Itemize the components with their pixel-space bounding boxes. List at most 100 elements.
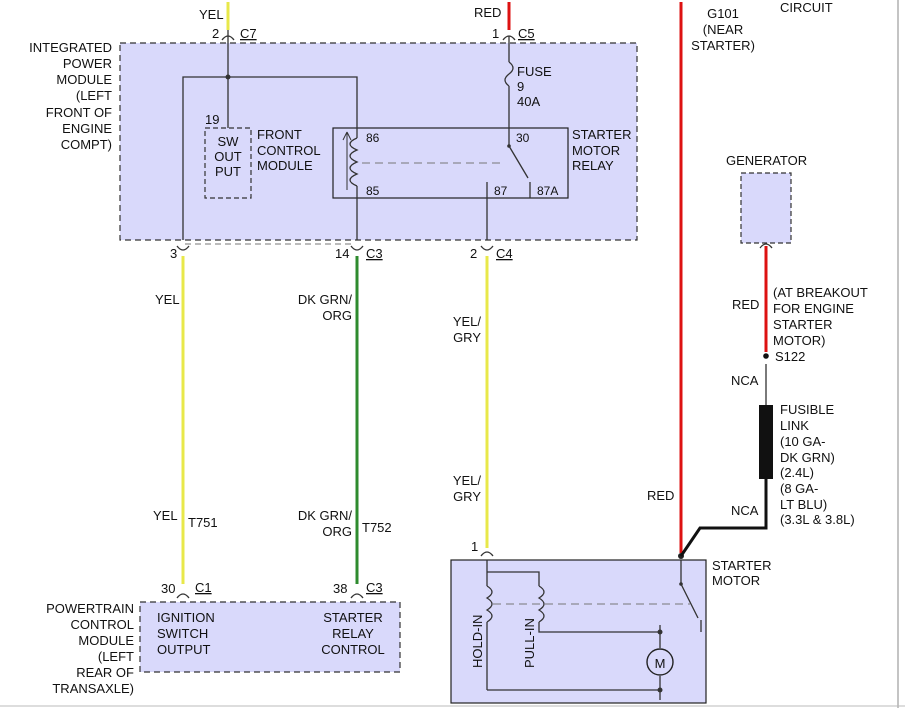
svg-text:(2.4L): (2.4L): [780, 465, 814, 480]
nca-top-label: NCA: [731, 373, 759, 388]
starter-label: STARTER MOTOR: [712, 558, 771, 588]
fusible-link-label: FUSIBLE LINK (10 GA- DK GRN) (2.4L) (8 G…: [780, 402, 855, 527]
connector-ipm-c4: 2 C4: [470, 245, 513, 261]
connector-c7: 2 C7: [212, 26, 257, 41]
wire-yel-left-label: YEL: [155, 292, 180, 307]
wire-top-yel-label: YEL: [199, 7, 224, 22]
wire-top-red-label: RED: [474, 5, 501, 20]
svg-text:IGNITION: IGNITION: [157, 610, 215, 625]
splice-s122: [763, 353, 769, 359]
svg-text:(10 GA-: (10 GA-: [780, 434, 826, 449]
splice-label: S122: [775, 349, 805, 364]
wire-red-generator-label: RED: [732, 297, 759, 312]
relay-pin-87a: 87A: [537, 184, 558, 198]
svg-text:9: 9: [517, 79, 524, 94]
svg-text:OUTPUT: OUTPUT: [157, 642, 211, 657]
svg-text:CONTROL: CONTROL: [257, 143, 321, 158]
generator-label: GENERATOR: [726, 153, 807, 168]
svg-text:YEL/: YEL/: [453, 473, 482, 488]
svg-text:TRANSAXLE): TRANSAXLE): [52, 681, 134, 696]
relay-switch: [486, 128, 531, 198]
fusible-link: [759, 405, 773, 479]
connector-c5: 1 C5: [492, 26, 535, 41]
svg-text:DK GRN/: DK GRN/: [298, 292, 353, 307]
svg-text:ORG: ORG: [322, 524, 352, 539]
svg-text:14: 14: [335, 246, 349, 261]
relay-pin-86: 86: [366, 131, 380, 145]
relay-coil: [342, 128, 359, 198]
svg-text:COMPT): COMPT): [61, 137, 112, 152]
svg-text:MODULE: MODULE: [56, 72, 112, 87]
pull-in-label: PULL-IN: [522, 618, 537, 668]
svg-text:(8 GA-: (8 GA-: [780, 481, 818, 496]
svg-text:(LEFT: (LEFT: [76, 88, 112, 103]
svg-text:STARTER: STARTER: [323, 610, 382, 625]
fcm-box: [204, 127, 252, 199]
nca-bottom-label: NCA: [731, 503, 759, 518]
svg-text:C3: C3: [366, 580, 383, 595]
fuse-label: FUSE 9 40A: [517, 64, 552, 109]
svg-text:RELAY: RELAY: [332, 626, 374, 641]
pcm-label: POWERTRAIN CONTROL MODULE (LEFT REAR OF …: [46, 601, 134, 696]
svg-text:STARTER): STARTER): [691, 38, 755, 53]
motor-symbol: [646, 648, 674, 676]
fcm-inner-label: SW OUT PUT: [214, 134, 242, 179]
relay-pin-30: 30: [516, 131, 530, 145]
svg-text:GRY: GRY: [453, 330, 481, 345]
svg-text:YEL/: YEL/: [453, 314, 482, 329]
relay-label: STARTER MOTOR RELAY: [572, 127, 631, 173]
svg-text:2: 2: [470, 246, 477, 261]
svg-text:INTEGRATED: INTEGRATED: [29, 40, 112, 55]
svg-text:FRONT: FRONT: [257, 127, 302, 142]
connector-starter: 1: [471, 539, 494, 557]
wire-dkgrn-top-label: DK GRN/ ORG: [298, 292, 353, 323]
svg-text:FOR ENGINE: FOR ENGINE: [773, 301, 854, 316]
svg-text:C4: C4: [496, 246, 513, 261]
svg-text:(NEAR: (NEAR: [703, 22, 743, 37]
svg-text:SW: SW: [218, 134, 240, 149]
connector-pcm-c3: 38 C3: [333, 580, 383, 599]
svg-text:POWERTRAIN: POWERTRAIN: [46, 601, 134, 616]
generator-box: [740, 172, 792, 244]
svg-text:1: 1: [471, 539, 478, 554]
svg-text:STARTER: STARTER: [712, 558, 771, 573]
wire-yelgry-low-label: YEL/ GRY: [453, 473, 482, 504]
svg-text:FRONT OF: FRONT OF: [46, 105, 112, 120]
svg-text:DK GRN/: DK GRN/: [298, 508, 353, 523]
svg-text:MOTOR: MOTOR: [712, 573, 760, 588]
svg-text:ORG: ORG: [322, 308, 352, 323]
wire-red-starter-label: RED: [647, 488, 674, 503]
hold-in-label: HOLD-IN: [470, 615, 485, 668]
svg-text:POWER: POWER: [63, 56, 112, 71]
ipm-internal-wiring: [182, 20, 514, 240]
svg-text:MODULE: MODULE: [78, 633, 134, 648]
starter-internal-wiring: [485, 560, 702, 700]
svg-text:FUSE: FUSE: [517, 64, 552, 79]
pcm-box: [139, 601, 401, 673]
relay-pin-85: 85: [366, 184, 380, 198]
svg-text:(3.3L & 3.8L): (3.3L & 3.8L): [780, 512, 855, 527]
svg-text:DK GRN): DK GRN): [780, 450, 835, 465]
connector-pcm-c1: 30 C1: [161, 580, 212, 599]
svg-text:REAR OF: REAR OF: [76, 665, 134, 680]
svg-text:C3: C3: [366, 246, 383, 261]
svg-text:STARTER: STARTER: [773, 317, 832, 332]
pcm-ignition-output: IGNITION SWITCH OUTPUT: [157, 610, 215, 657]
connector-generator: [759, 243, 773, 249]
svg-text:40A: 40A: [517, 94, 540, 109]
motor-symbol-label: M: [655, 656, 666, 671]
svg-text:PUT: PUT: [215, 164, 241, 179]
svg-text:OUT: OUT: [214, 149, 242, 164]
svg-text:(LEFT: (LEFT: [98, 649, 134, 664]
svg-text:GRY: GRY: [453, 489, 481, 504]
svg-text:CONTROL: CONTROL: [70, 617, 134, 632]
circuit-t752: T752: [362, 520, 392, 535]
svg-text:C5: C5: [518, 26, 535, 41]
circuit-t751: T751: [188, 515, 218, 530]
circuit-label: CIRCUIT: [780, 0, 833, 15]
connector-ipm-c3: 14 C3: [335, 245, 383, 261]
breakout-label: (AT BREAKOUT FOR ENGINE STARTER MOTOR): [773, 285, 868, 348]
svg-text:MOTOR: MOTOR: [572, 143, 620, 158]
ground-g101-label: G101 (NEAR STARTER): [691, 6, 755, 53]
svg-text:MOTOR): MOTOR): [773, 333, 825, 348]
